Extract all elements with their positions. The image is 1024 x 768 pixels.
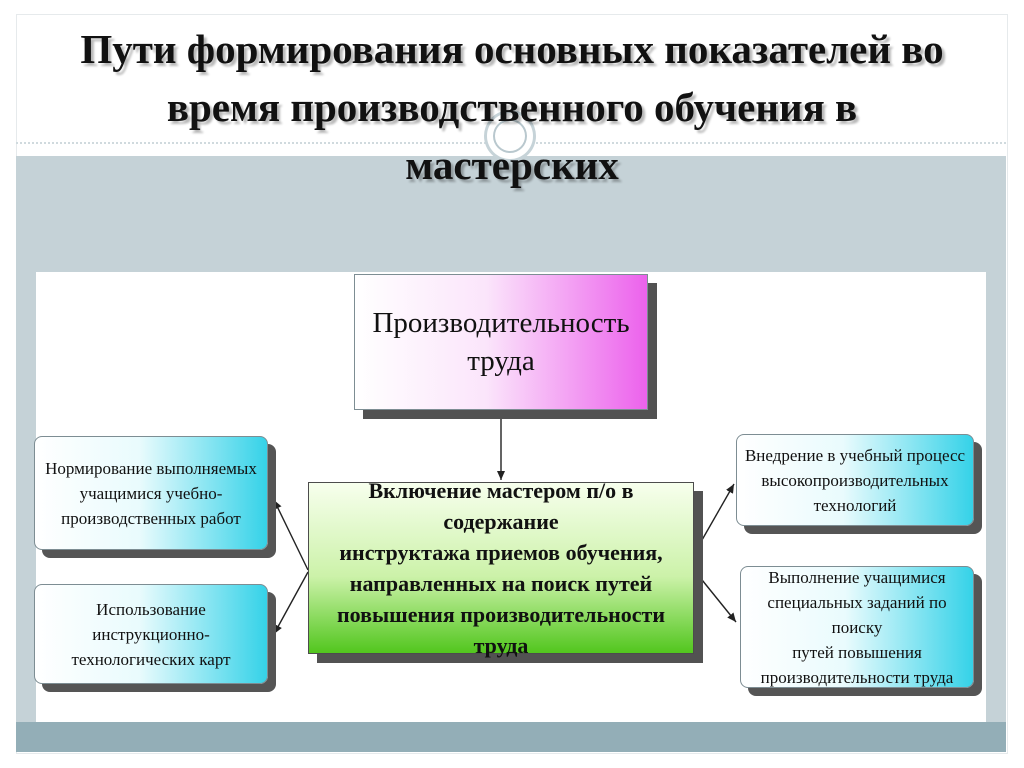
arrow-center-to-left2 (273, 571, 309, 635)
technology-box-line: технологий (813, 495, 897, 515)
productivity-box-line: Производительность (372, 307, 630, 339)
slide-title: Пути формирования основных показателей в… (80, 26, 944, 188)
arrow-center-to-right2 (693, 569, 737, 623)
special-tasks-box-line: специальных заданий по поиску (767, 592, 947, 637)
center-box-line: повышения производительности труда (336, 602, 666, 658)
center-box-line: инструктажа приемов обучения, (339, 540, 663, 565)
norming-box-line: производственных работ (61, 508, 241, 528)
center-box-line: направленных на поиск путей (349, 571, 653, 596)
special-tasks-box: Выполнение учащимися специальных заданий… (740, 566, 974, 688)
bottom-strip (16, 722, 1006, 752)
arrow-center-to-left1 (273, 499, 309, 571)
technology-box-line: высокопроизводительных (761, 470, 949, 490)
norming-box: Нормирование выполняемых учащимися учебн… (34, 436, 268, 550)
connector-arrows (273, 410, 737, 635)
technology-introduction-box: Внедрение в учебный процесс высокопроизв… (736, 434, 974, 526)
instruction-cards-box-line: технологических карт (71, 649, 231, 669)
master-instruction-box: Включение мастером п/о в содержание инст… (308, 478, 694, 658)
technology-box-line: Внедрение в учебный процесс (744, 445, 966, 465)
norming-box-line: Нормирование выполняемых (45, 458, 257, 478)
circle-ornament-icon (487, 113, 533, 159)
special-tasks-box-line: путей повышения (792, 642, 922, 662)
special-tasks-box-line: производительности труда (760, 667, 954, 687)
diagram-canvas: Производительность труда Включение масте… (34, 272, 986, 722)
instruction-cards-box: Использование инструкционно- технологиче… (34, 584, 268, 684)
productivity-box: Производительность труда (354, 274, 648, 410)
center-box-line: Включение мастером п/о в содержание (368, 478, 634, 534)
productivity-box-line: труда (467, 345, 535, 377)
special-tasks-box-line: Выполнение учащимися (768, 567, 946, 587)
arrow-center-to-right1 (693, 483, 735, 555)
instruction-cards-box-line: Использование инструкционно- (92, 599, 210, 644)
norming-box-line: учащимися учебно- (79, 483, 223, 503)
